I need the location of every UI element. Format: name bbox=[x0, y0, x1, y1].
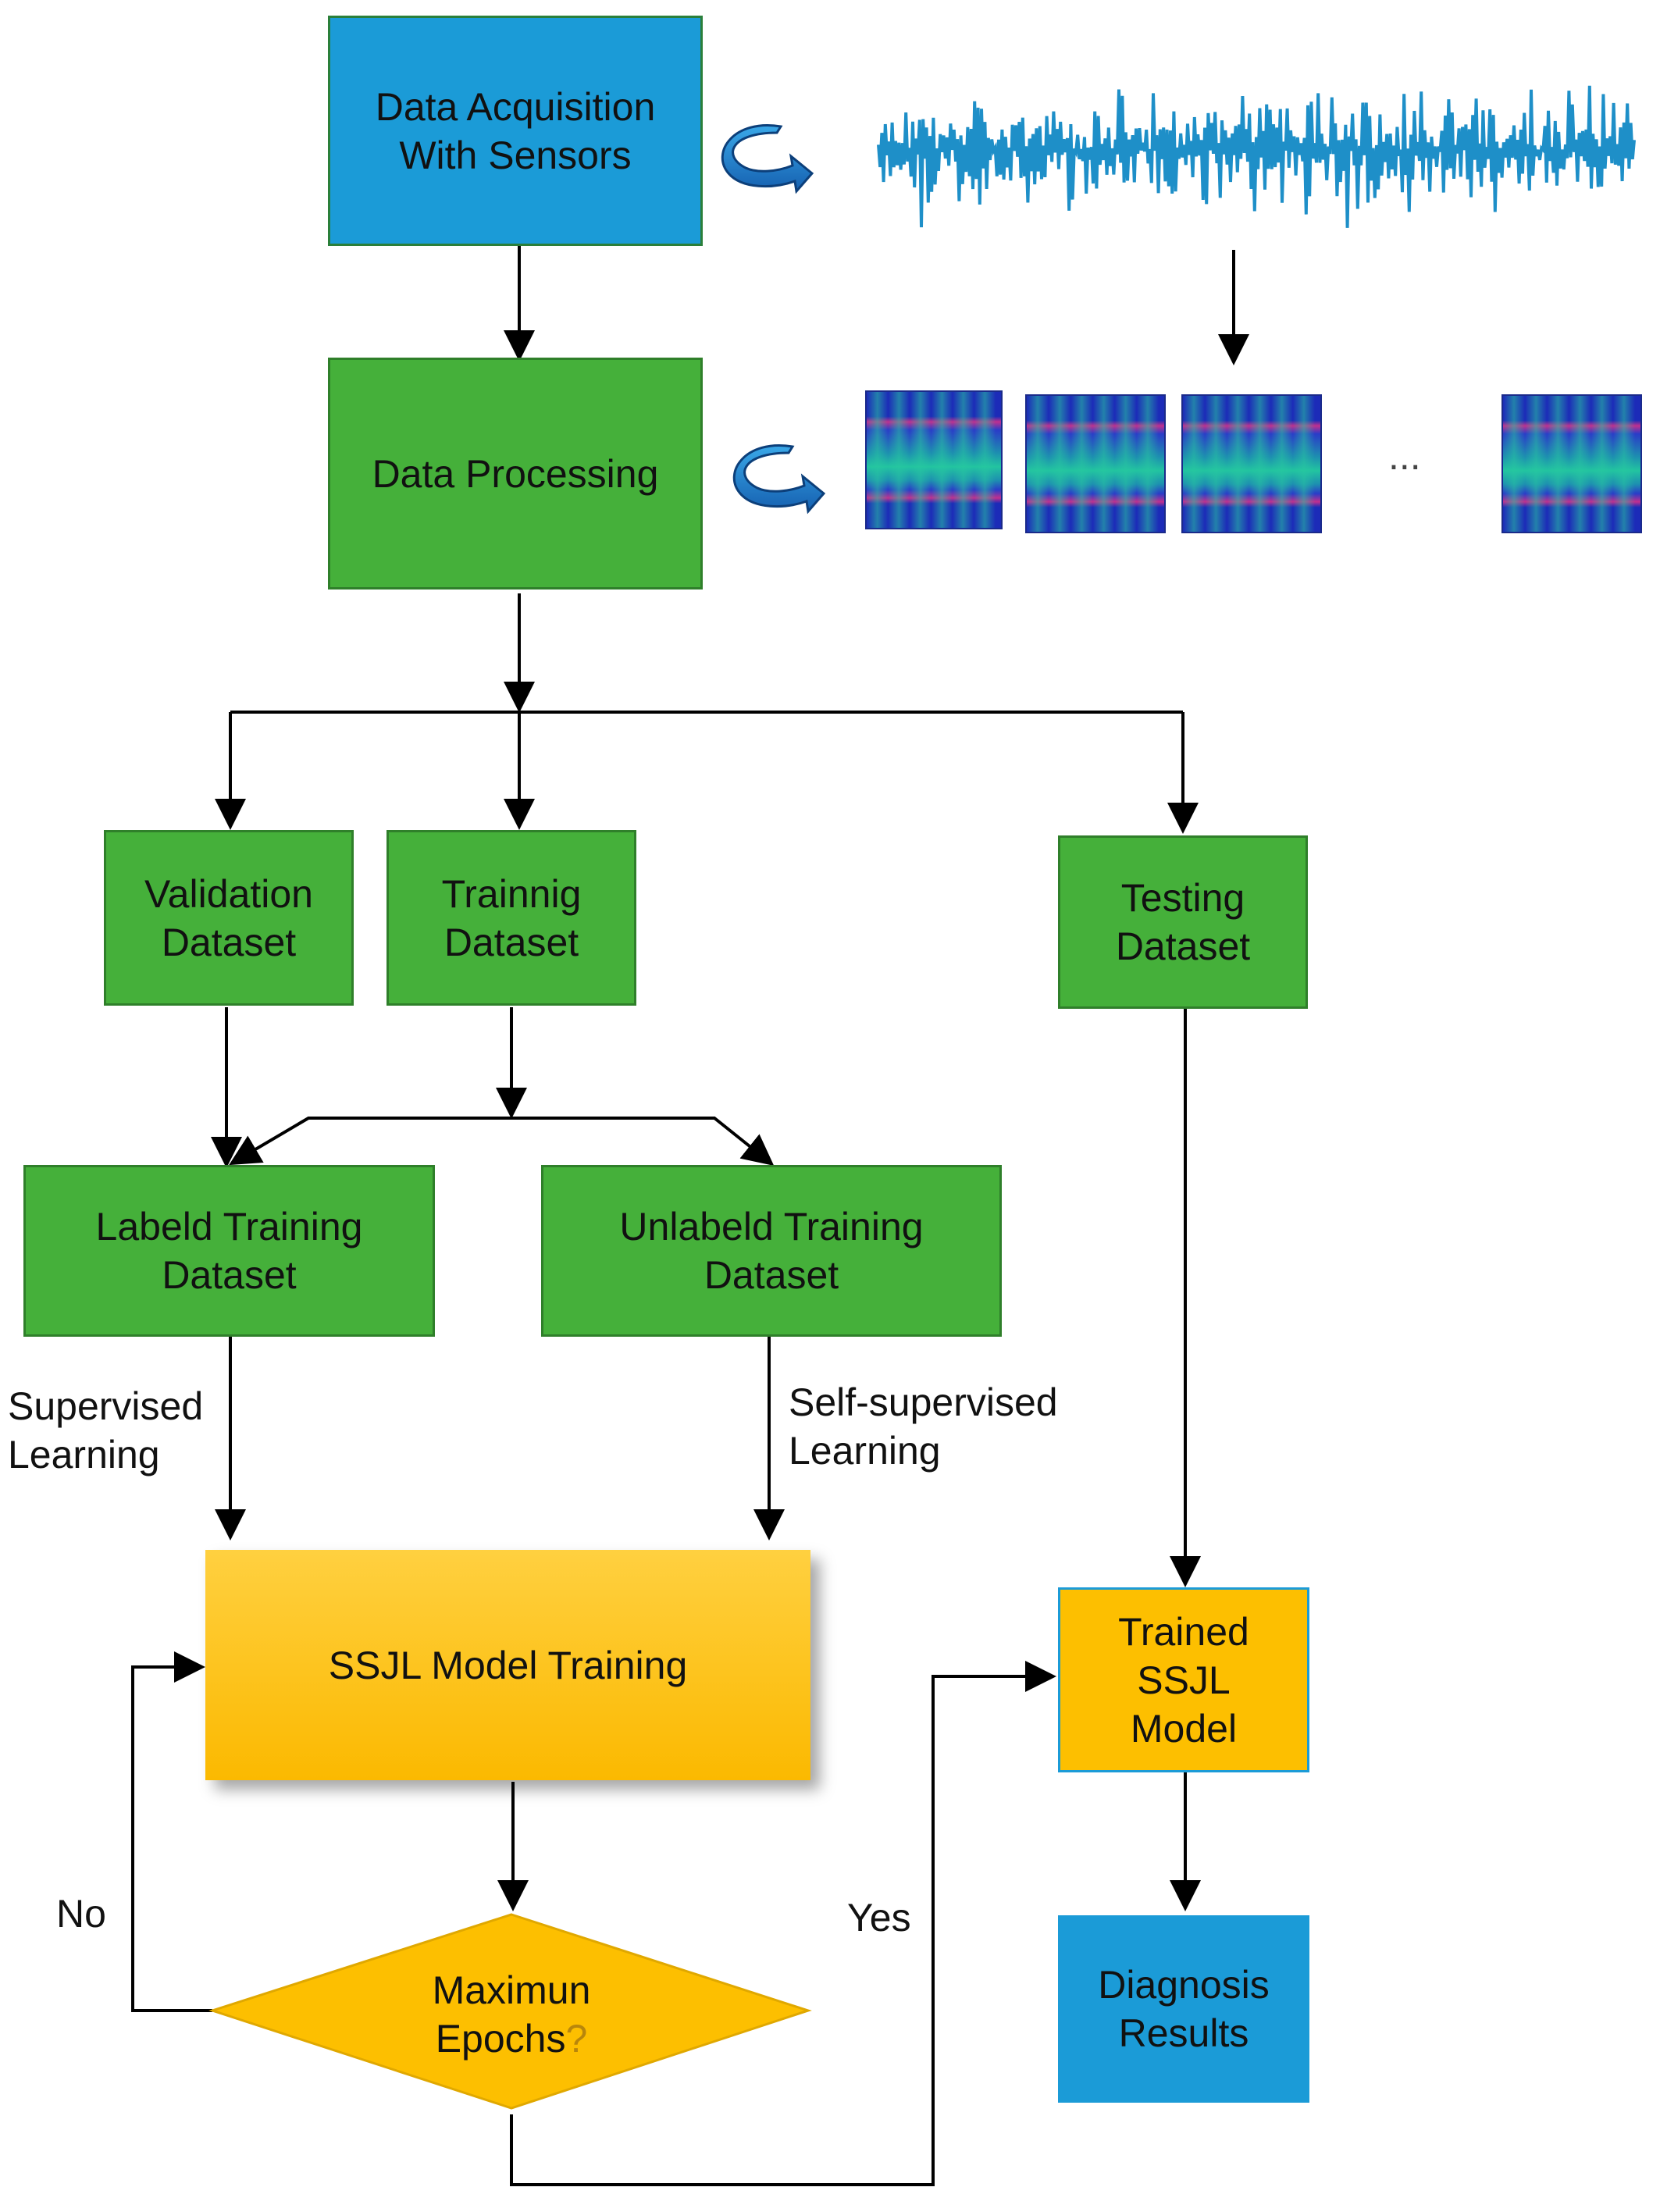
spectrogram-icon bbox=[865, 390, 1003, 529]
decision-text: Maximun Epochs bbox=[432, 1968, 591, 2061]
diagnosis-results-box: Diagnosis Results bbox=[1058, 1915, 1309, 2103]
edge-junction-labeled bbox=[229, 1117, 511, 1166]
rotate-arrow-icon bbox=[732, 444, 826, 515]
model-training-box: SSJL Model Training bbox=[205, 1550, 810, 1780]
trained-model-box: Trained SSJL Model bbox=[1058, 1587, 1309, 1772]
edge-decision-yes bbox=[510, 1661, 1056, 2186]
rotate-arrow-icon bbox=[721, 124, 814, 194]
decision-diamond bbox=[208, 1913, 812, 2110]
validation-dataset-box: Validation Dataset bbox=[104, 830, 354, 1006]
decision-label: Maximun Epochs? bbox=[312, 1960, 711, 2069]
edge-junction-unlabeled bbox=[511, 1117, 775, 1166]
training-dataset-box: Trainnig Dataset bbox=[387, 830, 636, 1006]
yes-label: Yes bbox=[847, 1896, 911, 1940]
spectrogram-icon bbox=[1501, 394, 1642, 533]
edge-decision-no bbox=[131, 1651, 212, 2012]
spectrogram-icon bbox=[1025, 394, 1166, 533]
data-acquisition-box: Data Acquisition With Sensors bbox=[328, 16, 703, 246]
spectrogram-ellipsis: ... bbox=[1388, 434, 1421, 478]
data-processing-box: Data Processing bbox=[328, 358, 703, 590]
unlabeled-training-dataset-box: Unlabeld Training Dataset bbox=[541, 1165, 1002, 1337]
waveform-icon bbox=[877, 85, 1636, 228]
supervised-learning-label: Supervised Learning bbox=[8, 1384, 204, 1476]
decision-question-mark: ? bbox=[565, 2017, 588, 2061]
spectrogram-icon bbox=[1181, 394, 1322, 533]
no-label: No bbox=[56, 1892, 106, 1936]
labeled-training-dataset-box: Labeld Training Dataset bbox=[23, 1165, 435, 1337]
testing-dataset-box: Testing Dataset bbox=[1058, 835, 1308, 1009]
self-supervised-learning-label: Self-supervised Learning bbox=[789, 1380, 1058, 1473]
